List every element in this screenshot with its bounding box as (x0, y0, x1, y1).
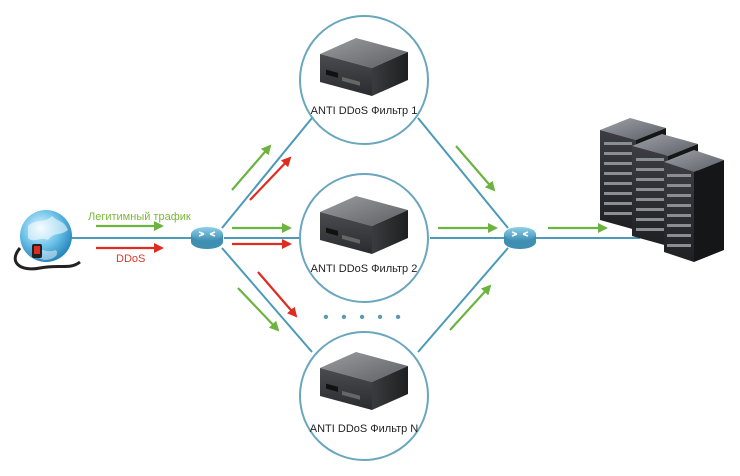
ddos-arrow-filtern (257, 271, 298, 318)
server-box-icon (320, 38, 408, 96)
legit-arrow-filtern (237, 287, 280, 332)
link-router-filtern (221, 247, 313, 353)
router-icon (504, 227, 536, 249)
link-filter1-router (417, 117, 509, 229)
filter-label-1: ANTI DDoS Фильтр 1 (311, 105, 418, 117)
server-box-icon (320, 196, 408, 254)
link-filtern-router (417, 247, 509, 353)
legit-arrow-filter1 (231, 144, 272, 191)
server-box-icon (320, 352, 408, 410)
router-icon (191, 227, 223, 249)
filter-node-2: ANTI DDoS Фильтр 2 (299, 173, 429, 303)
more-filters-ellipsis: • • • • • (323, 309, 405, 326)
filter-label-n: ANTI DDoS Фильтр N (310, 423, 419, 435)
filter-node-n: ANTI DDoS Фильтр N (299, 331, 429, 461)
legit-arrow-outn (449, 284, 492, 331)
filter-node-1: ANTI DDoS Фильтр 1 (299, 15, 429, 145)
flow-arrows (96, 144, 608, 332)
server-rack-icon (600, 118, 724, 262)
link-router-filter1 (221, 117, 313, 229)
filter-label-2: ANTI DDoS Фильтр 2 (311, 263, 418, 275)
ddos-arrow-filter1 (249, 156, 292, 201)
ddos-traffic-label: DDoS (116, 253, 145, 265)
globe-plug-icon (13, 210, 81, 271)
legit-arrow-out1 (455, 145, 496, 192)
legit-traffic-label: Легитимный трафик (88, 211, 191, 223)
connection-lines (70, 117, 640, 353)
